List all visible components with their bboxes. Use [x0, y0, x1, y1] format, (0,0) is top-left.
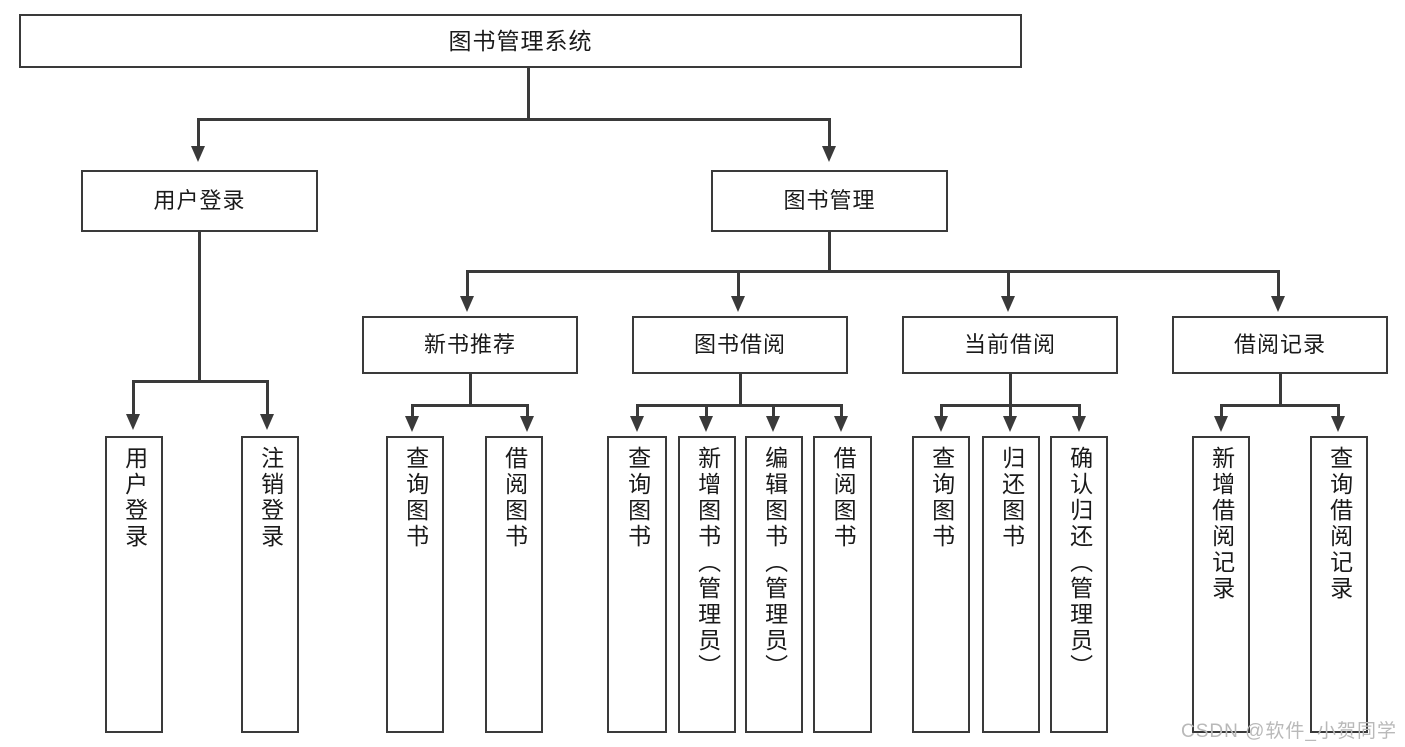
arrowhead-new-book-leaf-1 [405, 416, 419, 432]
edge-root-to-book-management [828, 118, 831, 148]
node-label: 查询图书 [402, 446, 429, 550]
arrowhead-book-borrow-leaf-3 [766, 416, 780, 432]
arrowhead-current-borrow-leaf-1 [934, 416, 948, 432]
edge-borrow-record-to-leaf-1 [1220, 404, 1223, 418]
edge-borrow-record-stem [1279, 374, 1282, 406]
edge-book-management-bar [466, 270, 1280, 273]
node-label: 用户登录 [121, 446, 148, 550]
leaf-node-confirm-return-admin[interactable]: 确认归还（管理员） [1050, 436, 1108, 733]
node-label: 查询图书 [624, 446, 651, 550]
node-label: 借阅图书 [830, 446, 857, 550]
edge-user-login-to-leaf-1 [132, 380, 135, 416]
leaf-node-borrow-book[interactable]: 借阅图书 [813, 436, 872, 733]
leaf-node-add-borrow-record[interactable]: 新增借阅记录 [1192, 436, 1250, 733]
arrowhead-user-login-leaf-2 [260, 414, 274, 430]
arrowhead-current-borrow-leaf-2 [1003, 416, 1017, 432]
edge-bm-to-borrow-record [1277, 270, 1280, 298]
node-book-management-system[interactable]: 图书管理系统 [19, 14, 1022, 68]
arrowhead-root-to-book-management [822, 146, 836, 162]
arrowhead-borrow-record-leaf-1 [1214, 416, 1228, 432]
node-user-login[interactable]: 用户登录 [81, 170, 318, 232]
node-label: 编辑图书（管理员） [761, 446, 788, 680]
node-label: 归还图书 [998, 446, 1025, 550]
edge-root-bar [197, 118, 831, 121]
edge-root-to-user-login [197, 118, 200, 148]
edge-bm-to-book-borrow [737, 270, 740, 298]
edge-book-management-stem [828, 232, 831, 272]
node-label: 图书管理 [783, 188, 876, 214]
node-label: 当前借阅 [963, 332, 1056, 358]
arrowhead-root-to-user-login [191, 146, 205, 162]
node-book-management[interactable]: 图书管理 [711, 170, 948, 232]
node-label: 确认归还（管理员） [1066, 446, 1093, 680]
node-label: 新增借阅记录 [1208, 446, 1235, 602]
edge-root-stem [527, 68, 530, 120]
node-label: 图书借阅 [693, 332, 786, 358]
edge-book-borrow-to-leaf-4 [840, 404, 843, 418]
node-label: 查询图书 [928, 446, 955, 550]
edge-bm-to-new-book [466, 270, 469, 298]
edge-current-borrow-stem [1009, 374, 1012, 406]
node-label: 查询借阅记录 [1326, 446, 1353, 602]
edge-current-borrow-to-leaf-2 [1009, 404, 1012, 418]
edge-new-book-to-leaf-1 [411, 404, 414, 418]
arrowhead-current-borrow-leaf-3 [1072, 416, 1086, 432]
edge-user-login-stem [198, 232, 201, 382]
edge-current-borrow-to-leaf-3 [1078, 404, 1081, 418]
leaf-node-query-borrow-record[interactable]: 查询借阅记录 [1310, 436, 1368, 733]
arrowhead-bm-to-borrow-record [1271, 296, 1285, 312]
node-label: 新增图书（管理员） [694, 446, 721, 680]
arrowhead-bm-to-new-book [460, 296, 474, 312]
edge-new-book-to-leaf-2 [526, 404, 529, 418]
leaf-node-query-book-current[interactable]: 查询图书 [912, 436, 970, 733]
edge-new-book-stem [469, 374, 472, 406]
arrowhead-book-borrow-leaf-2 [699, 416, 713, 432]
node-current-borrow[interactable]: 当前借阅 [902, 316, 1118, 374]
edge-borrow-record-bar [1220, 404, 1340, 407]
edge-book-borrow-to-leaf-1 [636, 404, 639, 418]
leaf-node-query-book-recommend[interactable]: 查询图书 [386, 436, 444, 733]
edge-book-borrow-bar [636, 404, 843, 407]
leaf-node-logout[interactable]: 注销登录 [241, 436, 299, 733]
arrowhead-book-borrow-leaf-1 [630, 416, 644, 432]
arrowhead-bm-to-book-borrow [731, 296, 745, 312]
edge-current-borrow-to-leaf-1 [940, 404, 943, 418]
leaf-node-add-book-admin[interactable]: 新增图书（管理员） [678, 436, 736, 733]
arrowhead-user-login-leaf-1 [126, 414, 140, 430]
edge-book-borrow-to-leaf-3 [772, 404, 775, 418]
arrowhead-book-borrow-leaf-4 [834, 416, 848, 432]
arrowhead-new-book-leaf-2 [520, 416, 534, 432]
edge-borrow-record-to-leaf-2 [1337, 404, 1340, 418]
node-borrow-record[interactable]: 借阅记录 [1172, 316, 1388, 374]
edge-book-borrow-stem [739, 374, 742, 406]
leaf-node-edit-book-admin[interactable]: 编辑图书（管理员） [745, 436, 803, 733]
node-label: 借阅记录 [1233, 332, 1326, 358]
edge-book-borrow-to-leaf-2 [705, 404, 708, 418]
edge-new-book-bar [411, 404, 529, 407]
node-book-borrow[interactable]: 图书借阅 [632, 316, 848, 374]
node-label: 新书推荐 [423, 332, 516, 358]
node-new-book-recommend[interactable]: 新书推荐 [362, 316, 578, 374]
leaf-node-borrow-book-recommend[interactable]: 借阅图书 [485, 436, 543, 733]
leaf-node-user-login[interactable]: 用户登录 [105, 436, 163, 733]
leaf-node-return-book[interactable]: 归还图书 [982, 436, 1040, 733]
arrowhead-borrow-record-leaf-2 [1331, 416, 1345, 432]
leaf-node-query-book-borrow[interactable]: 查询图书 [607, 436, 667, 733]
edge-user-login-bar [132, 380, 269, 383]
edge-user-login-to-leaf-2 [266, 380, 269, 416]
node-label: 图书管理系统 [448, 27, 593, 54]
node-label: 注销登录 [257, 446, 284, 550]
node-label: 用户登录 [153, 188, 246, 214]
arrowhead-bm-to-current-borrow [1001, 296, 1015, 312]
edge-bm-to-current-borrow [1007, 270, 1010, 298]
node-label: 借阅图书 [501, 446, 528, 550]
